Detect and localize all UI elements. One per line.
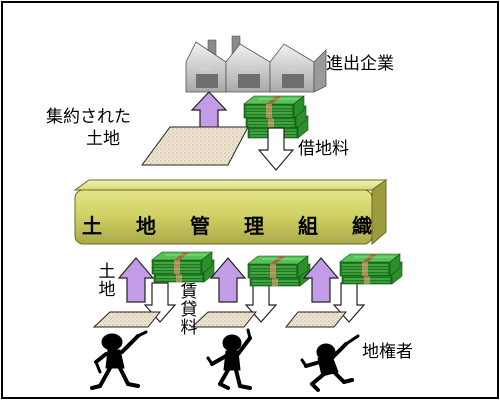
land-parcel-icon xyxy=(190,311,258,328)
organization-char: 地 xyxy=(136,214,156,238)
organization-name: 土 地 管 理 組 織 xyxy=(82,210,372,239)
organization-char: 管 xyxy=(190,214,210,238)
land-parcel-icon xyxy=(92,311,162,328)
rent-vertical-label: 賃貸料 xyxy=(176,282,197,336)
organization-char: 織 xyxy=(352,214,372,238)
consolidated-land-label-line1: 集約された xyxy=(46,107,131,127)
consolidated-land-label-line2: 土地 xyxy=(86,129,120,149)
landowners-label: 地権者 xyxy=(362,342,413,362)
organization-char: 土 xyxy=(82,214,102,238)
money-stack-icon xyxy=(247,255,311,287)
factory-icon xyxy=(185,35,327,93)
arrow-up-icon xyxy=(302,257,340,303)
arrow-down-icon xyxy=(257,127,295,171)
arrow-up-icon xyxy=(209,257,247,303)
land-management-organization-band xyxy=(73,179,388,246)
money-stack-icon xyxy=(339,253,403,285)
person-icon xyxy=(206,328,252,390)
person-icon xyxy=(300,334,360,392)
money-stack-icon xyxy=(151,251,215,283)
land-parcel-icon xyxy=(141,126,249,166)
land-vertical-label: 土地 xyxy=(94,262,115,298)
arrow-up-icon xyxy=(117,257,155,303)
companies-label: 進出企業 xyxy=(326,54,394,74)
organization-char: 理 xyxy=(244,214,264,238)
land-rent-label: 借地料 xyxy=(298,139,349,159)
land-parcel-icon xyxy=(284,311,348,328)
organization-char: 組 xyxy=(298,214,318,238)
person-icon xyxy=(90,330,148,390)
